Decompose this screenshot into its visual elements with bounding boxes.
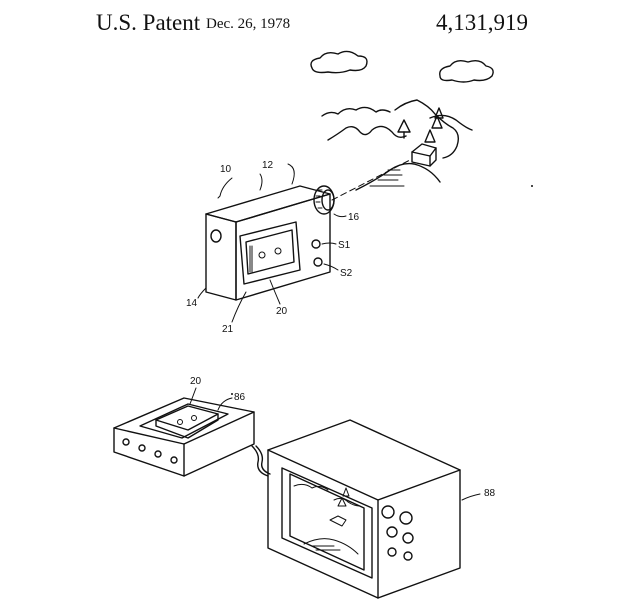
ref-lens: 16 [348, 212, 360, 223]
patent-number: 4,131,919 [436, 10, 528, 35]
cloud-right [439, 59, 494, 83]
landscape-scene [321, 99, 473, 191]
ref-player: 86 [234, 392, 246, 403]
player-leaders [189, 387, 233, 411]
tv-monitor [267, 419, 461, 599]
ref-window: 21 [222, 324, 234, 335]
ref-cartridge: 20 [276, 306, 288, 317]
ref-player-cartridge: 20 [190, 376, 202, 387]
ref-housing: 12 [262, 160, 274, 171]
ref-side: 14 [186, 298, 198, 309]
ref-monitor: 88 [484, 488, 496, 499]
ref-switch-1: S1 [338, 240, 351, 251]
optical-path-line [331, 159, 411, 201]
cloud-left [310, 50, 368, 74]
monitor-leader [461, 493, 481, 501]
connecting-cable [251, 445, 269, 477]
patent-title: U.S. Patent [96, 10, 201, 35]
ref-switch-2: S2 [340, 268, 353, 279]
speck [231, 393, 233, 395]
patent-date: Dec. 26, 1978 [206, 16, 291, 32]
camera-unit [205, 185, 335, 301]
camera-leaders [197, 163, 347, 323]
cartridge-player [113, 397, 255, 477]
ref-camera: 10 [220, 164, 232, 175]
speck-2 [531, 185, 533, 187]
